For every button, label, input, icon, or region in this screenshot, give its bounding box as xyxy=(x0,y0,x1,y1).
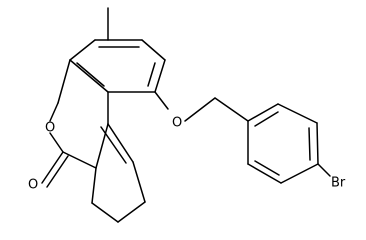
bond xyxy=(49,132,64,153)
bond xyxy=(69,39,96,61)
bond xyxy=(154,91,169,110)
structure-diagram: O O O Br xyxy=(28,7,346,223)
bond xyxy=(254,111,279,127)
bond xyxy=(141,39,166,61)
bond xyxy=(117,201,146,223)
bond xyxy=(100,126,127,164)
bond xyxy=(76,62,105,87)
bond xyxy=(247,103,279,122)
bond xyxy=(95,123,109,169)
bond xyxy=(317,163,331,177)
bond xyxy=(91,202,119,223)
bond xyxy=(214,97,249,122)
bond xyxy=(308,127,311,161)
bond xyxy=(46,155,69,188)
bond xyxy=(62,151,97,169)
bromine-label: Br xyxy=(331,176,346,191)
bond xyxy=(316,122,319,165)
bond xyxy=(184,97,216,122)
bond xyxy=(107,123,134,163)
bond xyxy=(147,62,156,87)
bond xyxy=(247,163,282,184)
carbonyl-oxygen-label: O xyxy=(28,178,38,193)
bond xyxy=(41,151,64,184)
bond xyxy=(254,160,280,176)
bond xyxy=(49,102,59,122)
ether-oxygen-label: O xyxy=(172,116,182,131)
molecule-canvas: O O O Br xyxy=(28,7,346,223)
bond xyxy=(154,59,166,93)
bond xyxy=(57,59,71,104)
bond xyxy=(280,163,319,184)
bond xyxy=(132,161,146,203)
ring-oxygen-label: O xyxy=(45,121,55,136)
bond xyxy=(277,103,318,124)
bond xyxy=(91,167,97,204)
bond xyxy=(69,59,109,93)
